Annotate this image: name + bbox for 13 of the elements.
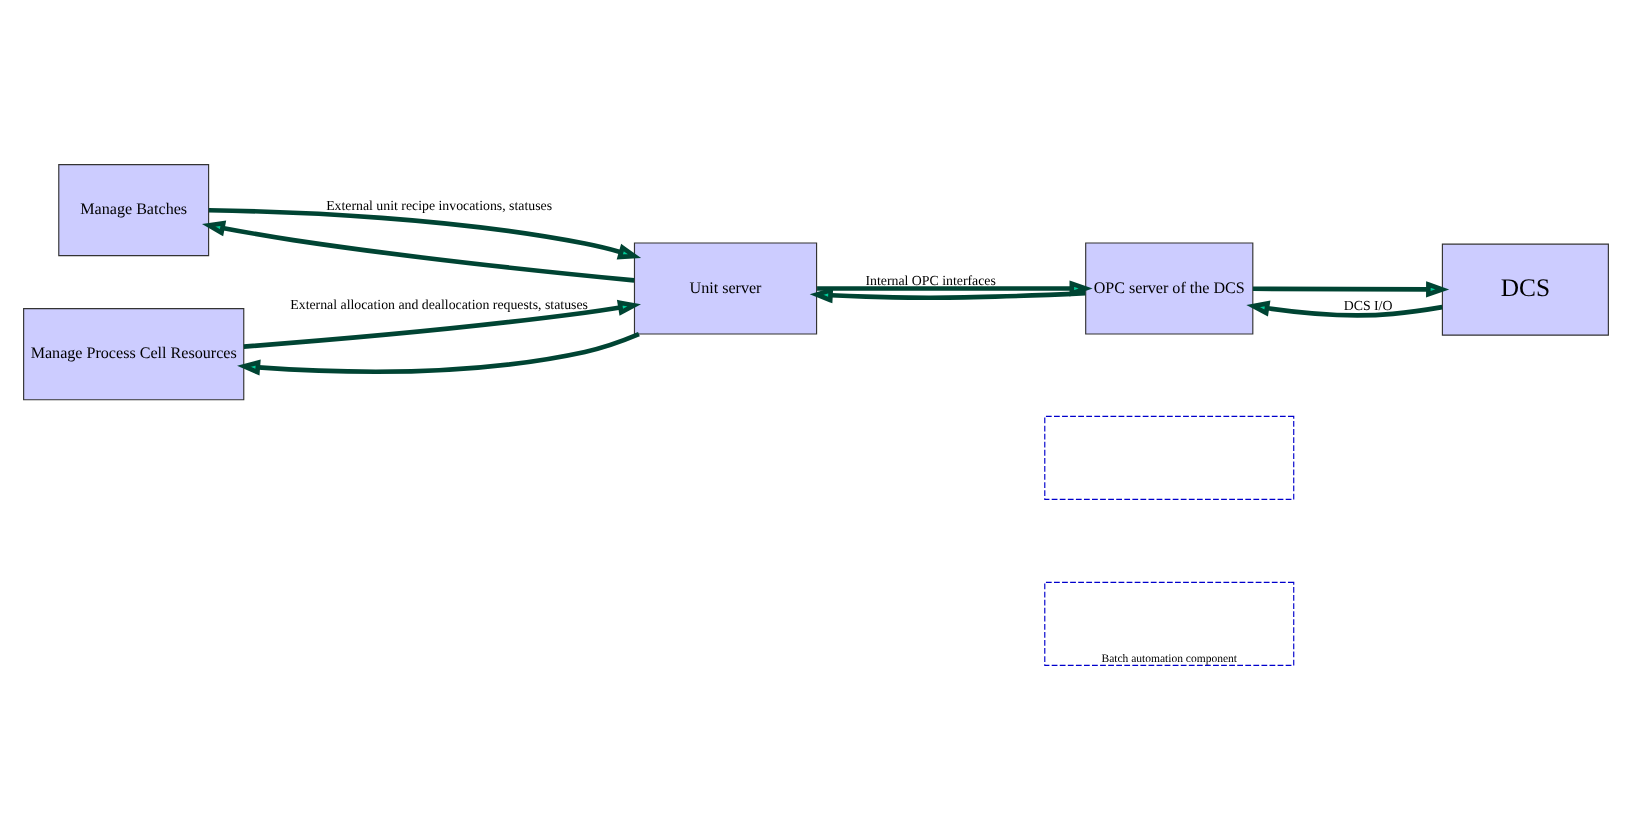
node-box: Manage Batches [58, 164, 210, 257]
node-box [1044, 415, 1295, 500]
node-box: Manage Process Cell Resources [23, 308, 245, 401]
node-box: Unit server [633, 242, 818, 335]
node-box: DCS [1441, 243, 1609, 336]
arrow [1252, 281, 1450, 298]
arrow [243, 299, 642, 349]
node-box: OPC server of the DCS [1085, 242, 1254, 335]
arrow [208, 207, 642, 260]
arrow [1246, 300, 1443, 318]
arrow [809, 287, 1086, 304]
arrow [201, 220, 635, 283]
arrow [237, 332, 640, 376]
